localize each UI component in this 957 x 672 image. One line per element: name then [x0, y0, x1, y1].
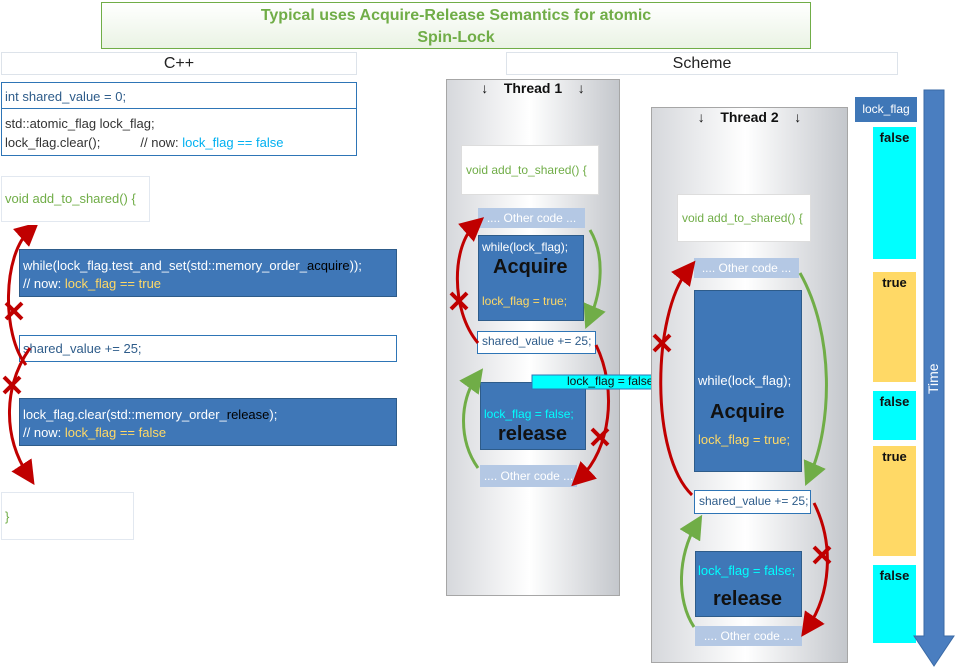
- thread2-acquire-label: Acquire: [710, 401, 785, 423]
- code-function-close: }: [1, 492, 134, 540]
- title-line-1: Typical uses Acquire-Release Semantics f…: [260, 7, 652, 24]
- code-atomic-flag-block: std::atomic_flag lock_flag; lock_flag.cl…: [1, 108, 357, 156]
- cpp-arrow-up: [7, 225, 39, 366]
- thread2-cross-icon-2: [812, 545, 832, 565]
- thread1-down-arrow-right: ↓: [577, 80, 585, 96]
- thread1-arrows: [449, 217, 611, 487]
- thread2-set-false: lock_flag = false;: [698, 563, 796, 578]
- timeline-state-true-2: true: [873, 446, 916, 556]
- title-line-2: Spin-Lock: [417, 29, 495, 46]
- time-arrow: [913, 89, 955, 667]
- thread1-header: ↓ Thread 1 ↓: [446, 80, 620, 102]
- thread2-cross-icon-1: [652, 333, 672, 353]
- thread1-acquire-label: Acquire: [493, 256, 568, 278]
- thread1-red-arrow-down: [571, 344, 611, 487]
- cpp-arrow-down: [8, 347, 35, 485]
- code-atomic-flag-decl: std::atomic_flag lock_flag;: [5, 116, 155, 131]
- scheme-header: Scheme: [506, 52, 898, 75]
- cpp-header: C++: [1, 52, 357, 75]
- thread1-other-code-bottom: .... Other code ...: [480, 465, 577, 487]
- code-clear-pre: lock_flag.clear(std::memory_order_: [23, 407, 227, 422]
- thread2-shared-value: shared_value += 25;: [694, 490, 811, 514]
- code-while-pre: while(lock_flag.test_and_set(std::memory…: [23, 258, 307, 273]
- code-clear-comment: // now: lock_flag == false: [23, 424, 393, 442]
- thread1-title: Thread 1: [503, 80, 563, 96]
- thread2-other-code-top: .... Other code ...: [694, 258, 799, 278]
- thread1-green-arrow-down: [583, 229, 606, 330]
- timeline-state-false-1: false: [873, 127, 916, 259]
- thread2-release-block: lock_flag = false; release: [695, 551, 802, 617]
- thread2-header: ↓ Thread 2 ↓: [651, 109, 848, 131]
- code-acquire-word: acquire: [306, 258, 350, 273]
- code-comment-now-2: // now:: [23, 276, 65, 291]
- code-flag-clear-line: lock_flag.clear(); // now: lock_flag == f…: [5, 133, 353, 152]
- diagram-title: Typical uses Acquire-Release Semantics f…: [101, 2, 811, 49]
- thread2-red-arrow-up: [659, 260, 696, 497]
- thread2-down-arrow-left: ↓: [697, 109, 705, 125]
- timeline-state-true-1: true: [873, 272, 916, 382]
- timeline-state-false-3: false: [873, 565, 916, 643]
- thread2-arrows: [652, 260, 832, 637]
- code-function-open: void add_to_shared() {: [1, 176, 150, 222]
- code-while-line: while(lock_flag.test_and_set(std::memory…: [23, 257, 393, 275]
- code-flag-clear: lock_flag.clear();: [5, 135, 101, 150]
- code-comment-now-3: // now:: [23, 425, 65, 440]
- thread1-set-false: lock_flag = false;: [484, 407, 574, 421]
- thread1-red-arrow-up: [455, 217, 485, 344]
- thread1-cross-icon-1: [449, 291, 469, 311]
- code-clear-line: lock_flag.clear(std::memory_order_releas…: [23, 406, 393, 424]
- thread2-set-true: lock_flag = true;: [698, 432, 791, 447]
- thread2-while: while(lock_flag);: [698, 373, 792, 388]
- code-clear-post: );: [269, 407, 278, 422]
- thread1-green-arrow-up: [459, 368, 484, 469]
- code-while-post: ));: [349, 258, 362, 273]
- thread1-release-block: lock_flag = false; release: [480, 382, 586, 450]
- thread1-down-arrow-left: ↓: [481, 80, 489, 96]
- code-release-word: release: [226, 407, 270, 422]
- cpp-cross-icon-2: [2, 375, 22, 395]
- thread2-title: Thread 2: [720, 109, 779, 125]
- handoff-label: lock_flag = false;: [567, 374, 657, 388]
- thread2-green-arrow-down: [798, 272, 828, 486]
- thread2-release-label: release: [713, 588, 782, 610]
- thread1-while: while(lock_flag);: [482, 240, 569, 254]
- thread2-func-box: void add_to_shared() {: [677, 194, 811, 242]
- code-compare-true: lock_flag == true: [64, 276, 162, 291]
- timeline-state-false-2: false: [873, 391, 916, 440]
- thread1-release-label: release: [498, 423, 567, 445]
- timeline-header: lock_flag: [855, 97, 917, 122]
- thread2-red-arrow-down: [801, 502, 829, 637]
- thread1-func-box: void add_to_shared() {: [461, 145, 599, 195]
- code-clear-release-block: lock_flag.clear(std::memory_order_releas…: [19, 398, 397, 446]
- cpp-reorder-arrows: [2, 225, 39, 485]
- code-while-acquire-block: while(lock_flag.test_and_set(std::memory…: [19, 249, 397, 297]
- time-label: Time: [925, 363, 941, 394]
- code-int-shared-value: int shared_value = 0;: [1, 82, 357, 109]
- cpp-cross-icon-1: [4, 301, 24, 321]
- thread1-cross-icon-2: [590, 427, 610, 447]
- code-comment-now: // now:: [140, 135, 183, 150]
- code-compare-false-2: lock_flag == false: [64, 425, 167, 440]
- code-compare-false: lock_flag == false: [182, 135, 284, 150]
- code-while-comment: // now: lock_flag == true: [23, 275, 393, 293]
- thread1-set-true: lock_flag = true;: [482, 294, 568, 308]
- thread1-other-code-top: .... Other code ...: [478, 208, 585, 228]
- thread1-acquire-block: while(lock_flag); Acquire lock_flag = tr…: [478, 235, 584, 321]
- code-shared-value-add: shared_value += 25;: [19, 335, 397, 362]
- thread2-acquire-block: while(lock_flag); Acquire lock_flag = tr…: [694, 290, 802, 472]
- thread2-green-arrow-up: [679, 514, 703, 628]
- thread2-other-code-bottom: .... Other code ...: [695, 626, 802, 646]
- thread2-down-arrow-right: ↓: [794, 109, 802, 125]
